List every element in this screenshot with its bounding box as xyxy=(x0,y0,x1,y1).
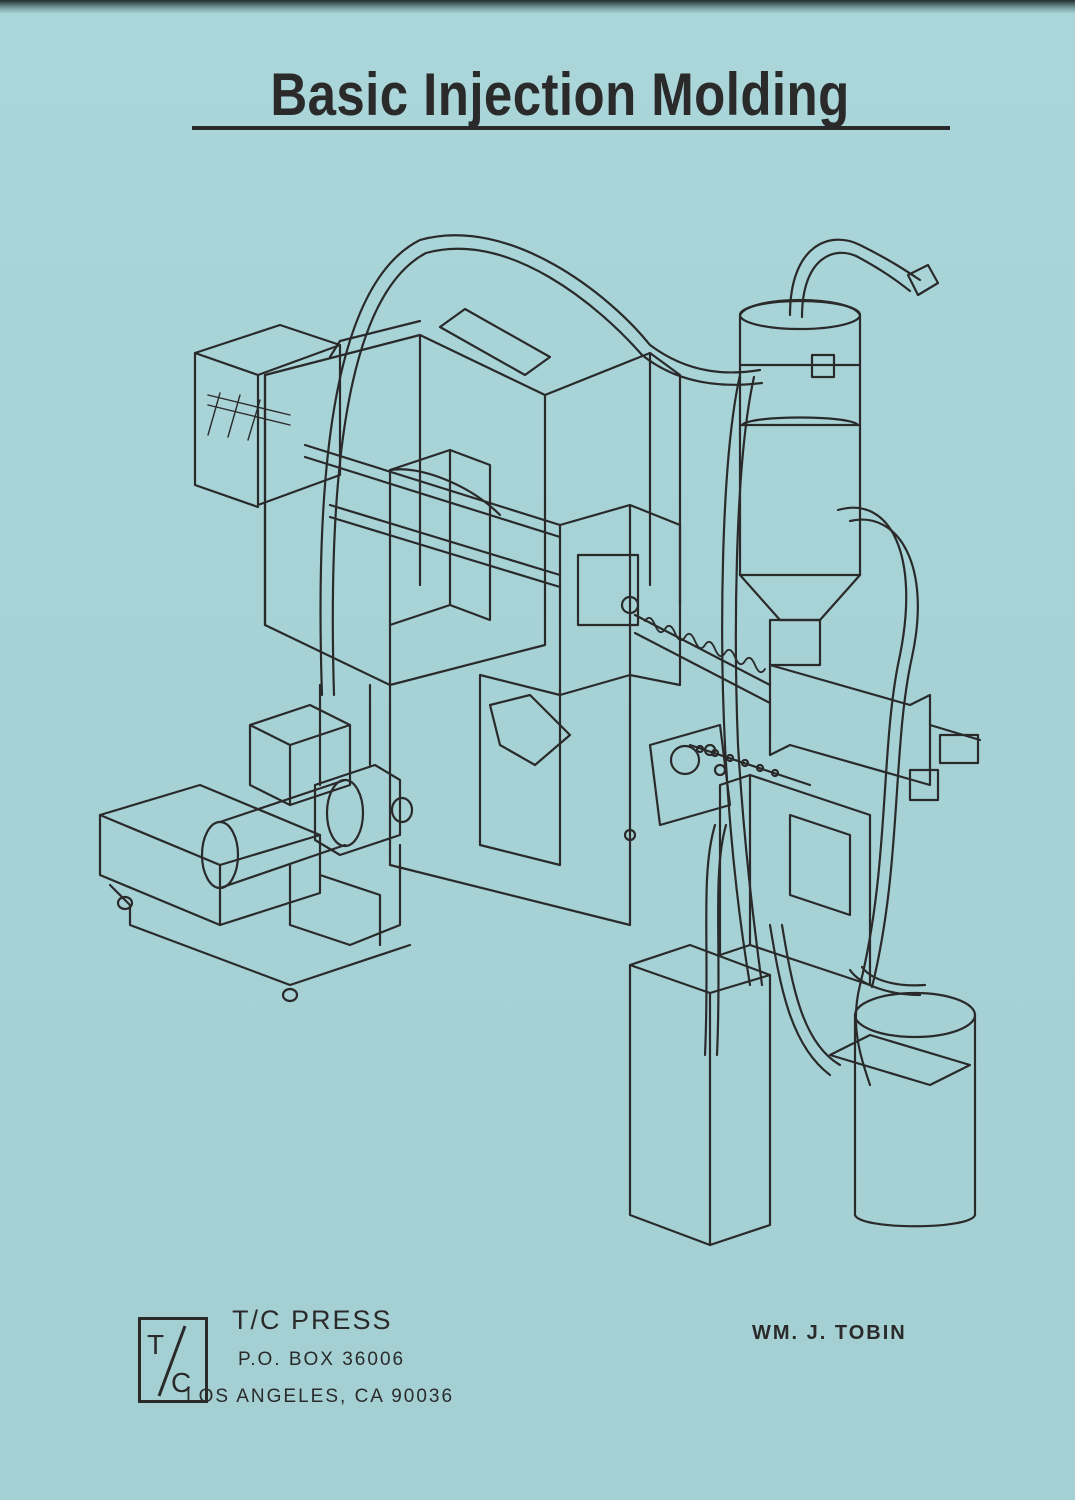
publisher-po-box: P.O. BOX 36006 xyxy=(238,1349,406,1370)
publisher-name: T/C PRESS xyxy=(232,1305,393,1335)
scan-edge-shadow xyxy=(0,0,1075,14)
svg-text:C: C xyxy=(171,1367,191,1398)
svg-text:T: T xyxy=(147,1329,164,1360)
tc-press-logo-mark: T C xyxy=(147,1325,191,1398)
author-name: WM. J. TOBIN xyxy=(752,1322,907,1344)
publisher-city: LOS ANGELES, CA 90036 xyxy=(186,1386,455,1407)
cover-title: Basic Injection Molding xyxy=(270,61,850,128)
title-underline xyxy=(192,126,950,130)
injection-molding-machine-illustration xyxy=(98,234,982,1247)
tc-press-logo: T C xyxy=(138,1317,208,1403)
